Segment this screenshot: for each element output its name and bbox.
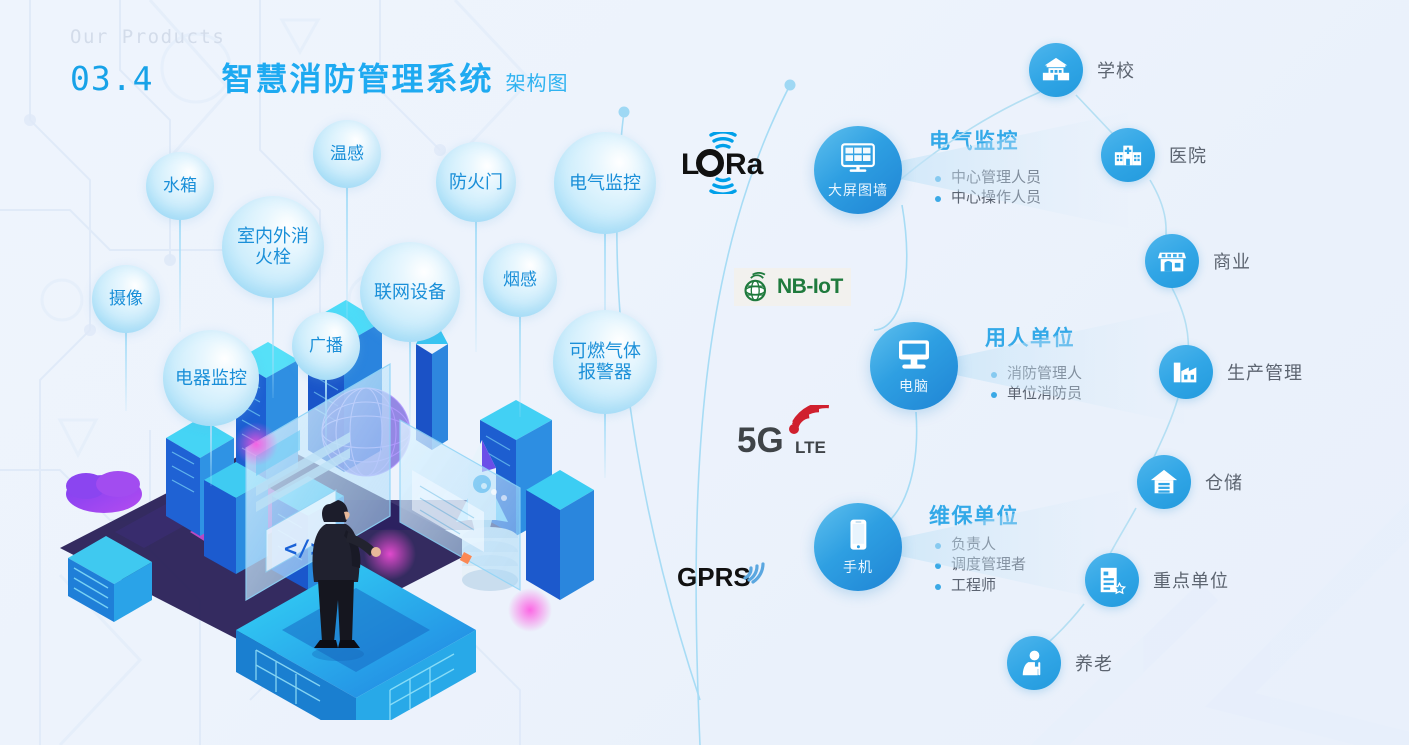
role-member-item: 工程师 xyxy=(935,576,1026,596)
device-bubble-label: 可燃气体报警器 xyxy=(569,341,641,382)
svg-text:Ra: Ra xyxy=(725,148,764,181)
role-wedge xyxy=(858,489,1128,605)
device-bubble-label: 联网设备 xyxy=(374,281,446,302)
device-bubble-label: 烟感 xyxy=(503,270,537,290)
device-bubble[interactable]: 电器监控 xyxy=(163,330,259,426)
computer-icon xyxy=(894,337,934,373)
fiveg-lte-logo: 5G LTE xyxy=(737,401,837,466)
lora-logo: L Ra xyxy=(679,130,775,199)
page-subtitle: 架构图 xyxy=(505,73,569,95)
device-bubble-label: 室内外消火栓 xyxy=(237,226,309,267)
industry-label: 重点单位 xyxy=(1153,571,1229,591)
hospital-icon xyxy=(1101,128,1155,182)
role-wedge xyxy=(914,308,1184,424)
device-bubble-label: 温感 xyxy=(330,144,364,164)
industry-node[interactable]: 生产管理 xyxy=(1159,345,1303,399)
role-icon-label: 大屏图墙 xyxy=(828,181,888,198)
device-bubble[interactable]: 电气监控 xyxy=(554,132,656,234)
school-icon xyxy=(1029,43,1083,97)
bubble-stem xyxy=(604,414,606,478)
bubble-stem xyxy=(346,188,348,328)
gprs-logo: GPRS xyxy=(677,550,769,603)
bubble-stem xyxy=(272,298,274,398)
role-circle[interactable]: 手机 xyxy=(814,503,902,591)
industry-node[interactable]: 仓储 xyxy=(1137,455,1243,509)
industry-label: 养老 xyxy=(1075,654,1113,674)
device-bubble[interactable]: 烟感 xyxy=(483,243,557,317)
device-bubble-label: 水箱 xyxy=(163,176,197,196)
device-bubble-label: 摄像 xyxy=(109,289,143,309)
bubble-stem xyxy=(519,317,521,417)
elderly-icon xyxy=(1007,636,1061,690)
industry-node[interactable]: 养老 xyxy=(1007,636,1113,690)
screen-wall-icon xyxy=(838,141,878,177)
industry-label: 医院 xyxy=(1169,146,1207,166)
device-bubble-label: 广播 xyxy=(309,336,343,356)
industry-node[interactable]: 商业 xyxy=(1145,234,1251,288)
page-title: 智慧消防管理系统 xyxy=(221,61,494,97)
bubble-stem xyxy=(604,234,606,346)
role-circle[interactable]: 电脑 xyxy=(870,322,958,410)
industry-label: 生产管理 xyxy=(1227,363,1303,383)
bubble-stem xyxy=(325,380,327,450)
bubble-stem xyxy=(179,220,181,332)
role-icon-label: 电脑 xyxy=(899,377,929,394)
title-row: 03.4 智慧消防管理系统 架构图 xyxy=(70,54,569,100)
eyebrow-text: Our Products xyxy=(70,26,226,48)
device-bubble[interactable]: 室内外消火栓 xyxy=(222,196,324,298)
device-bubble[interactable]: 联网设备 xyxy=(360,242,460,342)
bubble-stem xyxy=(125,333,127,411)
factory-icon xyxy=(1159,345,1213,399)
header: Our Products 03.4 智慧消防管理系统 架构图 xyxy=(70,26,569,100)
device-bubble[interactable]: 温感 xyxy=(313,120,381,188)
mobile-icon xyxy=(838,518,878,554)
svg-text:LTE: LTE xyxy=(795,438,826,457)
device-bubble[interactable]: 防火门 xyxy=(436,142,516,222)
role-icon-label: 手机 xyxy=(843,558,873,575)
industry-node[interactable]: 重点单位 xyxy=(1085,553,1229,607)
svg-text:GPRS: GPRS xyxy=(677,562,751,592)
industry-node[interactable]: 医院 xyxy=(1101,128,1207,182)
device-bubble-label: 防火门 xyxy=(449,171,503,192)
nbiot-logo: NB-IoT xyxy=(734,268,851,306)
commerce-icon xyxy=(1145,234,1199,288)
svg-text:5G: 5G xyxy=(737,421,784,460)
industry-label: 仓储 xyxy=(1205,473,1243,493)
device-bubble-label: 电器监控 xyxy=(175,367,247,388)
device-bubble[interactable]: 可燃气体报警器 xyxy=(553,310,657,414)
section-number: 03.4 xyxy=(70,59,154,98)
device-bubble-label: 电气监控 xyxy=(569,172,641,193)
bubble-stem xyxy=(475,222,477,352)
key-unit-icon xyxy=(1085,553,1139,607)
warehouse-icon xyxy=(1137,455,1191,509)
bubble-stem xyxy=(210,426,212,486)
industry-label: 学校 xyxy=(1097,61,1135,81)
role-circle[interactable]: 大屏图墙 xyxy=(814,126,902,214)
device-bubble[interactable]: 广播 xyxy=(292,312,360,380)
industry-label: 商业 xyxy=(1213,252,1251,272)
device-bubble[interactable]: 水箱 xyxy=(146,152,214,220)
bubble-stem xyxy=(409,342,411,427)
industry-node[interactable]: 学校 xyxy=(1029,43,1135,97)
device-bubble[interactable]: 摄像 xyxy=(92,265,160,333)
